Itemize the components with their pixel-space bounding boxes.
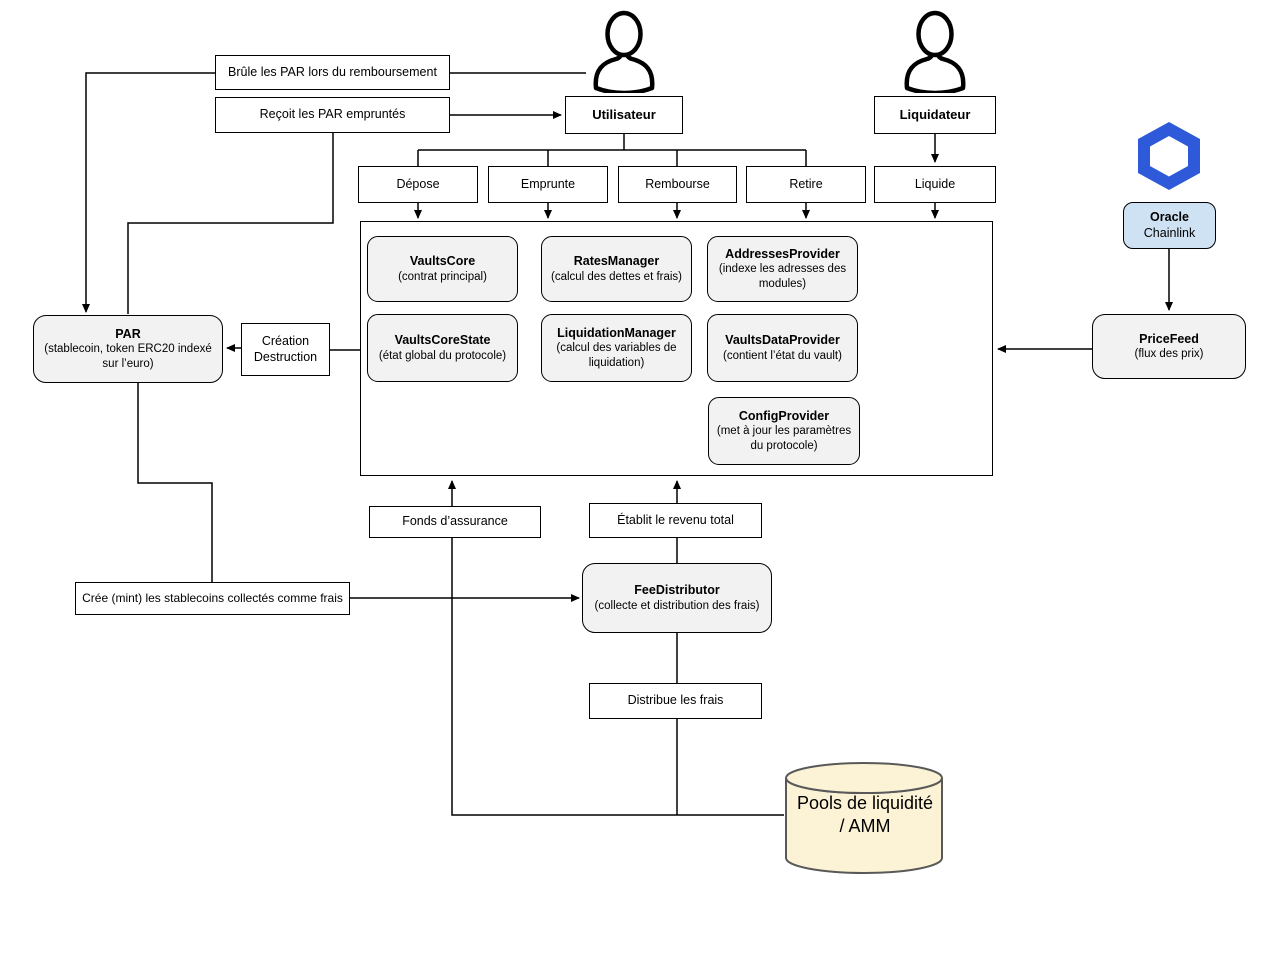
box-par-token: PAR (stablecoin, token ERC20 indexé sur … bbox=[33, 315, 223, 383]
module-liquidationmanager: LiquidationManager (calcul des variables… bbox=[541, 314, 692, 382]
pools-label: Pools de liquidité / AMM bbox=[796, 793, 934, 837]
chainlink-logo-icon bbox=[1138, 122, 1200, 195]
feedistributor-desc: (collecte et distribution des frais) bbox=[594, 599, 760, 612]
box-action-retire: Retire bbox=[746, 166, 866, 203]
core-protocol-container bbox=[360, 221, 993, 476]
liquidateur-label: Liquidateur bbox=[899, 106, 971, 122]
configprovider-desc: (met à jour les paramètres du protocole) bbox=[716, 425, 852, 452]
fonds-assurance-label: Fonds d’assurance bbox=[402, 514, 508, 529]
addressesprovider-name: AddressesProvider bbox=[725, 246, 840, 261]
par-desc: (stablecoin, token ERC20 indexé sur l’eu… bbox=[44, 343, 212, 370]
ratesmanager-name: RatesManager bbox=[573, 254, 660, 268]
module-configprovider: ConfigProvider (met à jour les paramètre… bbox=[708, 397, 860, 465]
box-receive-par: Reçoit les PAR empruntés bbox=[215, 97, 450, 133]
distribue-frais-label: Distribue les frais bbox=[627, 693, 724, 708]
module-vaultscorestate: VaultsCoreState (état global du protocol… bbox=[367, 314, 518, 382]
line-pools-to-fonds bbox=[451, 538, 784, 816]
line-user-action-branch bbox=[417, 134, 807, 166]
oracle-name: Oracle bbox=[1150, 209, 1189, 224]
creation-destruction-label: Création Destruction bbox=[253, 333, 318, 364]
user-person-icon bbox=[586, 9, 662, 98]
burn-par-label: Brûle les PAR lors du remboursement bbox=[228, 64, 437, 79]
arrow-burn-to-par bbox=[82, 72, 215, 313]
pricefeed-name: PriceFeed bbox=[1139, 331, 1199, 346]
vaultscorestate-desc: (état global du protocole) bbox=[378, 349, 507, 362]
action-rembourse-label: Rembourse bbox=[645, 176, 710, 191]
box-etablit-revenu: Établit le revenu total bbox=[589, 503, 762, 538]
etablit-revenu-label: Établit le revenu total bbox=[617, 512, 734, 527]
module-ratesmanager: RatesManager (calcul des dettes et frais… bbox=[541, 236, 692, 302]
pricefeed-desc: (flux des prix) bbox=[1134, 348, 1204, 361]
par-name: PAR bbox=[115, 326, 141, 341]
box-burn-par: Brûle les PAR lors du remboursement bbox=[215, 55, 450, 90]
module-vaultsdataprovider: VaultsDataProvider (contient l’état du v… bbox=[707, 314, 858, 382]
action-emprunte-label: Emprunte bbox=[520, 176, 576, 191]
box-action-emprunte: Emprunte bbox=[488, 166, 608, 203]
cree-mint-label: Crée (mint) les stablecoins collectés co… bbox=[82, 591, 343, 605]
vaultsdataprovider-desc: (contient l’état du vault) bbox=[723, 349, 842, 362]
configprovider-name: ConfigProvider bbox=[738, 408, 830, 423]
vaultscore-desc: (contrat principal) bbox=[398, 270, 487, 283]
line-receive-to-par bbox=[127, 133, 334, 314]
liquidator-person-icon bbox=[897, 9, 973, 98]
box-utilisateur: Utilisateur bbox=[565, 96, 683, 134]
vaultscorestate-name: VaultsCoreState bbox=[394, 333, 491, 347]
liquidationmanager-desc: (calcul des variables de liquidation) bbox=[556, 342, 677, 369]
box-creation-destruction: Création Destruction bbox=[241, 323, 330, 376]
module-vaultscore: VaultsCore (contrat principal) bbox=[367, 236, 518, 302]
box-liquidateur: Liquidateur bbox=[874, 96, 996, 134]
box-action-depose: Dépose bbox=[358, 166, 478, 203]
module-addressesprovider: AddressesProvider (indexe les adresses d… bbox=[707, 236, 858, 302]
receive-par-label: Reçoit les PAR empruntés bbox=[259, 107, 406, 122]
box-fonds-assurance: Fonds d’assurance bbox=[369, 506, 541, 538]
action-liquide-label: Liquide bbox=[914, 176, 956, 191]
vaultsdataprovider-name: VaultsDataProvider bbox=[725, 333, 840, 347]
box-pricefeed: PriceFeed (flux des prix) bbox=[1092, 314, 1246, 379]
box-action-rembourse: Rembourse bbox=[618, 166, 737, 203]
utilisateur-label: Utilisateur bbox=[592, 106, 656, 122]
action-depose-label: Dépose bbox=[396, 176, 440, 191]
vaultscore-name: VaultsCore bbox=[409, 254, 476, 268]
action-retire-label: Retire bbox=[789, 176, 823, 191]
liquidationmanager-name: LiquidationManager bbox=[557, 325, 676, 340]
box-cree-mint: Crée (mint) les stablecoins collectés co… bbox=[75, 582, 350, 615]
oracle-vendor: Chainlink bbox=[1143, 225, 1196, 240]
box-distribue-frais: Distribue les frais bbox=[589, 683, 762, 719]
box-feedistributor: FeeDistributor (collecte et distribution… bbox=[582, 563, 772, 633]
feedistributor-name: FeeDistributor bbox=[634, 583, 720, 597]
pools-cylinder bbox=[784, 761, 946, 880]
box-action-liquide: Liquide bbox=[874, 166, 996, 203]
addressesprovider-desc: (indexe les adresses des modules) bbox=[718, 263, 847, 290]
ratesmanager-desc: (calcul des dettes et frais) bbox=[550, 270, 683, 283]
line-par-to-cree bbox=[137, 383, 213, 582]
box-oracle-chainlink: Oracle Chainlink bbox=[1123, 202, 1216, 249]
